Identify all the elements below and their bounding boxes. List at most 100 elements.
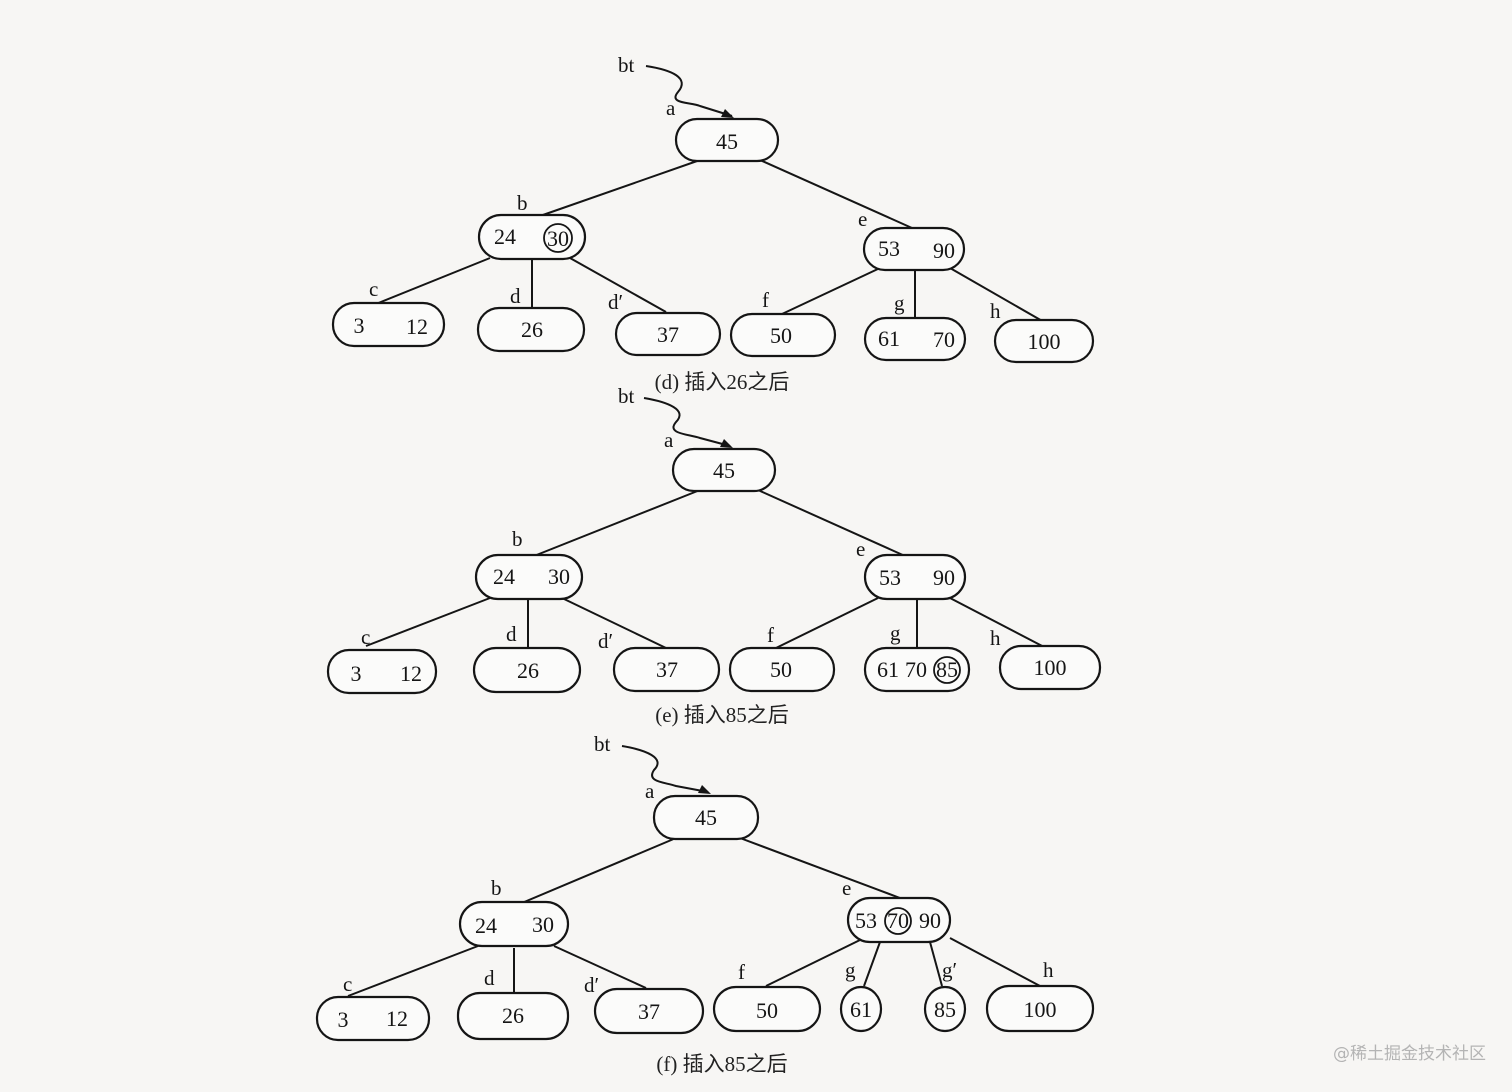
tree-node (923, 985, 967, 1033)
panel-f: bt a 45 b 24 30 e 53 70 90 c 3 12 d 26 d… (315, 732, 1095, 1076)
node-key: 70 (905, 657, 927, 682)
node-key: 12 (386, 1006, 408, 1031)
tree-node (458, 900, 570, 948)
tree-node (474, 553, 584, 601)
node-key: 100 (1024, 997, 1057, 1022)
node-key: 61 (877, 657, 899, 682)
tree-node (993, 318, 1095, 364)
tree-node (472, 646, 582, 694)
node-label: c (343, 972, 352, 996)
root-pointer-arrow (643, 397, 731, 447)
tree-node (729, 312, 837, 358)
arrowhead-icon (698, 785, 711, 794)
tree-node (846, 896, 952, 944)
node-label: d′ (608, 290, 623, 314)
node-key: 85 (936, 657, 958, 682)
node-key: 37 (656, 657, 678, 682)
tree-node (612, 646, 721, 693)
arrowhead-icon (720, 439, 733, 448)
tree-node (998, 644, 1102, 691)
tree-node (863, 316, 967, 362)
node-key: 90 (933, 565, 955, 590)
tree-node (476, 306, 586, 353)
panel-caption: (f) 插入85之后 (656, 1052, 787, 1076)
node-label: h (1043, 958, 1054, 982)
node-label: e (856, 537, 865, 561)
arrowhead-icon (721, 109, 734, 118)
node-key: 85 (934, 997, 956, 1022)
tree-node (712, 985, 822, 1033)
root-pointer-label: bt (618, 53, 635, 77)
tree-node (863, 553, 967, 601)
tree-node (652, 794, 760, 841)
tree-node (728, 646, 836, 693)
node-label: d (510, 284, 521, 308)
tree-node (614, 311, 722, 357)
node-label: g (890, 621, 901, 645)
node-label: g (845, 958, 856, 982)
node-key: 3 (351, 661, 362, 686)
node-key: 53 (879, 565, 901, 590)
node-key: 37 (638, 999, 660, 1024)
new-key-highlight-icon (543, 223, 573, 253)
node-key: 26 (521, 317, 543, 342)
tree-node (671, 447, 777, 493)
node-key: 45 (713, 458, 735, 483)
node-key: 45 (695, 805, 717, 830)
node-key: 70 (887, 908, 909, 933)
node-key: 24 (493, 564, 515, 589)
node-key: 50 (756, 998, 778, 1023)
node-label: f (738, 960, 745, 984)
node-key: 30 (548, 564, 570, 589)
node-label: f (767, 623, 774, 647)
panel-caption: (d) 插入26之后 (655, 370, 790, 394)
node-key: 90 (933, 238, 955, 263)
root-pointer-arrow (621, 745, 709, 793)
node-key: 90 (919, 908, 941, 933)
new-key-highlight-icon (933, 656, 961, 684)
root-pointer-label: bt (594, 732, 611, 756)
root-pointer-label: bt (618, 384, 635, 408)
root-pointer-arrow (645, 65, 733, 117)
node-label: g′ (942, 958, 957, 982)
node-key: 26 (517, 658, 539, 683)
node-key: 53 (878, 236, 900, 261)
node-label: h (990, 299, 1001, 323)
node-key: 26 (502, 1003, 524, 1028)
tree-node (839, 985, 883, 1033)
tree-node (863, 646, 971, 693)
node-key: 12 (400, 661, 422, 686)
tree-node (593, 987, 705, 1035)
node-key: 61 (850, 997, 872, 1022)
node-label: e (858, 207, 867, 231)
node-label: d (484, 966, 495, 990)
tree-node (331, 301, 446, 348)
node-key: 45 (716, 129, 738, 154)
node-label: b (512, 527, 523, 551)
node-key: 70 (933, 327, 955, 352)
node-label: d′ (584, 973, 599, 997)
node-key: 30 (547, 226, 569, 251)
node-key: 30 (532, 912, 554, 937)
tree-node (315, 995, 431, 1042)
node-key: 50 (770, 657, 792, 682)
node-label: a (666, 96, 676, 120)
tree-node (674, 117, 780, 163)
node-key: 24 (475, 913, 497, 938)
node-label: g (894, 291, 905, 315)
panel-e: bt a 45 b 24 30 e 53 90 c 3 12 d 26 d′ 3… (326, 384, 1102, 727)
node-label: a (645, 779, 655, 803)
node-label: b (517, 191, 528, 215)
panel-d: bt a 45 b 24 30 e 53 90 c 3 12 d 26 (331, 53, 1095, 394)
node-label: b (491, 876, 502, 900)
node-label: c (369, 277, 378, 301)
node-key: 3 (338, 1007, 349, 1032)
node-key: 24 (494, 224, 516, 249)
node-label: h (990, 626, 1001, 650)
node-key: 61 (878, 326, 900, 351)
node-key: 53 (855, 908, 877, 933)
node-key: 37 (657, 322, 679, 347)
node-key: 3 (354, 313, 365, 338)
node-label: d (506, 622, 517, 646)
